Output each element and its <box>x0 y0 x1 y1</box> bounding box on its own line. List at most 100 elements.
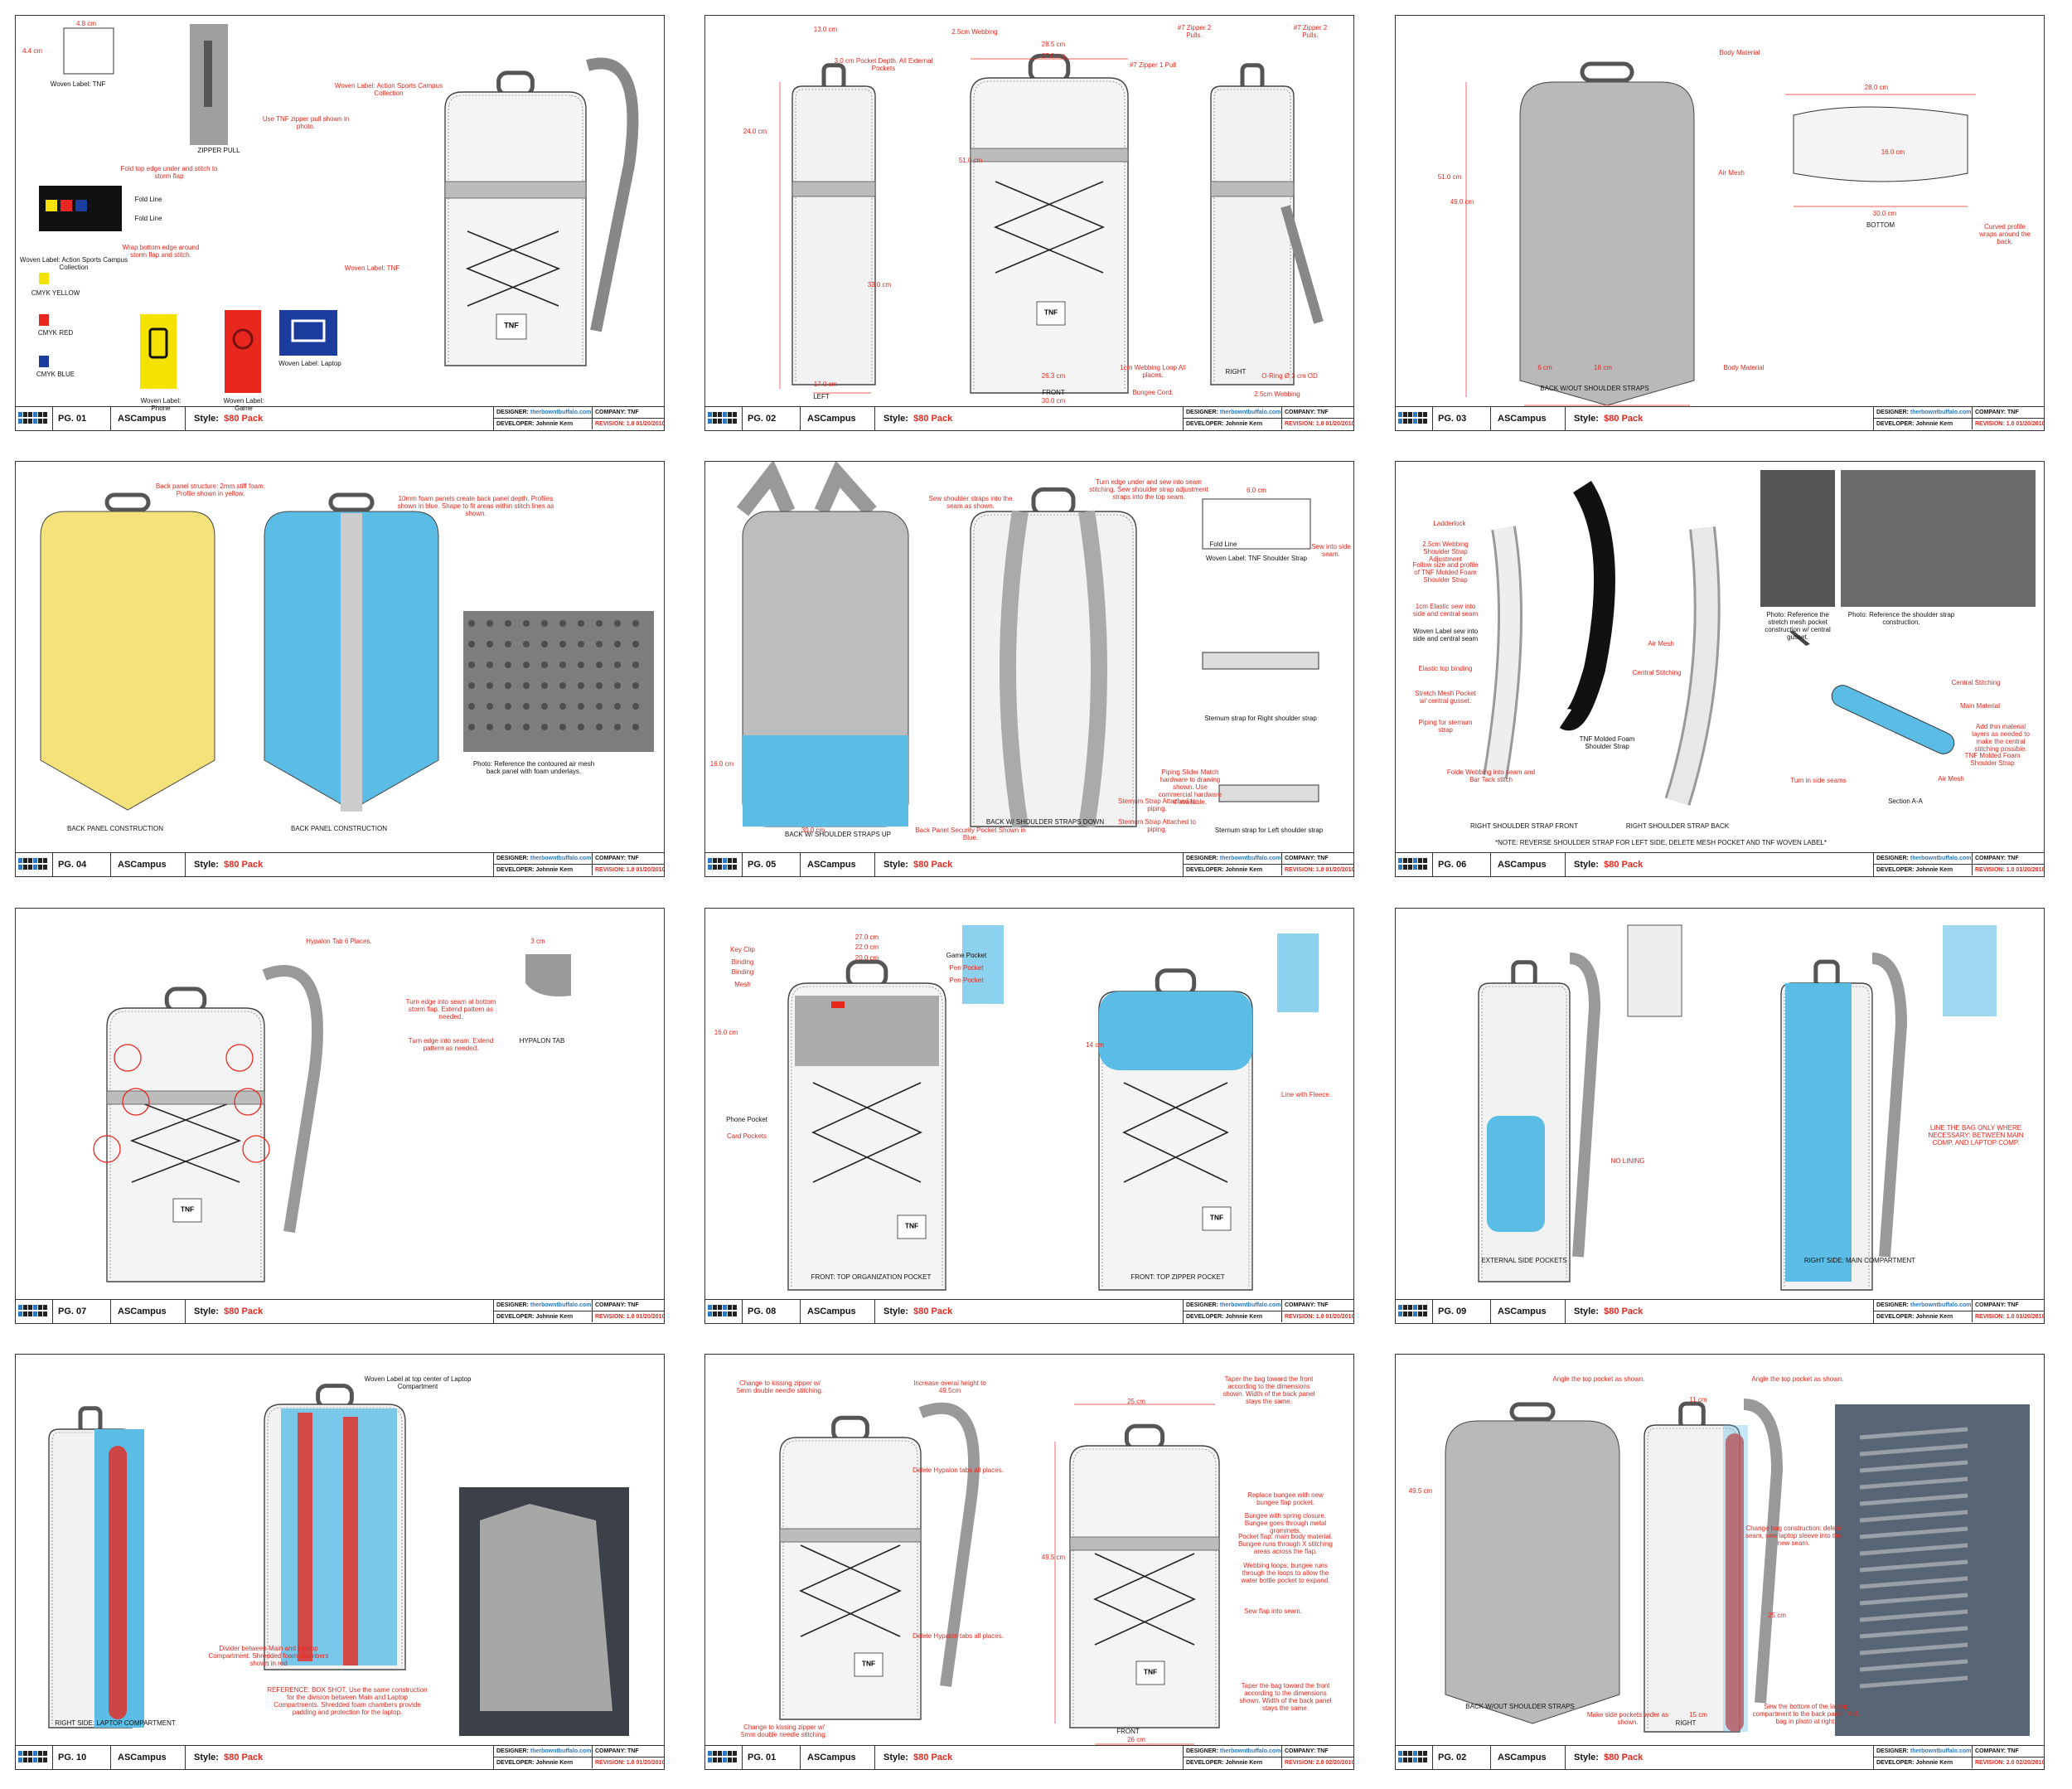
annotation-make: Make side pockets wider as shown. <box>1586 1711 1669 1726</box>
annotation-phone: Phone Pocket <box>726 1116 767 1123</box>
annotation-right: RIGHT <box>1225 368 1247 376</box>
style-value: $80 Pack <box>224 414 264 424</box>
annotation-security: Back Panel Security Pocket Shown in Blue… <box>915 827 1026 841</box>
company-label: COMPANY: <box>1285 410 1316 415</box>
style-label: Style: <box>1574 1753 1599 1762</box>
project-name: ASCampus <box>110 1300 185 1323</box>
annotation-d28: 28.0 cm <box>1864 84 1889 91</box>
revision-value: 1.0 01/20/2010 <box>626 1314 665 1320</box>
annotation-d28: 28.5 cm <box>1041 41 1066 48</box>
developer-label: DEVELOPER: <box>1876 867 1915 873</box>
studio-logo-icon <box>18 1305 47 1316</box>
annotation-body-material: Body Material <box>1719 49 1760 56</box>
style-label: Style: <box>1574 1307 1599 1316</box>
annotation-sternum2: Sternum Strap Attached to piping. <box>1118 818 1196 833</box>
annotation-turn: Turn in side seams <box>1790 777 1847 784</box>
tech-pack-sheet: Angle the top pocket as shown.Angle the … <box>1395 1354 2045 1770</box>
revision-value: 1.0 01/20/2010 <box>1315 867 1354 873</box>
page-number: PG. 07 <box>52 1300 110 1323</box>
tnf-label-icon: TNF <box>496 313 527 340</box>
annotation-key: Key Clip <box>730 946 755 953</box>
designer-link[interactable]: therbowntbuffalo.com <box>1910 856 1972 861</box>
backpack-drawing: TNF <box>970 53 1129 394</box>
style-field: Style: $80 Pack <box>874 407 1183 430</box>
company-value: TNF <box>2007 1302 2019 1308</box>
designer-link[interactable]: therbowntbuffalo.com <box>1219 1748 1281 1754</box>
bungee-laces <box>811 1082 922 1183</box>
annotation-sew-straps: Sew shoulder straps into the seam as sho… <box>928 495 1013 510</box>
annotation-d33: 33.0 cm <box>867 281 892 288</box>
annotation-d17: 17.0 cm <box>813 381 838 388</box>
annotation-elastic: 1cm Elastic sew into side and central se… <box>1412 603 1479 618</box>
designer-link[interactable]: therbowntbuffalo.com <box>530 410 592 415</box>
company-label: COMPANY: <box>1975 410 2007 415</box>
designer-link[interactable]: therbowntbuffalo.com <box>1219 410 1281 415</box>
annotation-wrap-bottom: Wrap bottom edge around storm flap and s… <box>122 244 200 259</box>
company-value: TNF <box>627 1302 639 1308</box>
annotation-cap1: FRONT: TOP ORGANIZATION POCKET <box>811 1273 932 1281</box>
annotation-photo1: Photo: Reference the stretch mesh pocket… <box>1765 611 1831 641</box>
designer-link[interactable]: therbowntbuffalo.com <box>1910 410 1972 415</box>
title-block-info: DESIGNER: therbowntbuffalo.com COMPANY: … <box>1873 407 2044 430</box>
style-field: Style: $80 Pack <box>185 853 493 876</box>
company-label: COMPANY: <box>595 856 627 861</box>
annotation-zipper-pull: ZIPPER PULL <box>197 147 240 154</box>
designer-link[interactable]: therbowntbuffalo.com <box>1219 856 1281 861</box>
revision-label: REVISION: <box>595 1314 625 1320</box>
revision-value: 1.0 01/20/2010 <box>2006 867 2045 873</box>
annotation-d16: 16.0 cm <box>1881 148 1905 156</box>
annotation-woven: Woven Label sew into side and central se… <box>1412 628 1479 642</box>
page-number: PG. 05 <box>742 853 800 876</box>
annotation-d25: 25 cm <box>1768 1612 1786 1619</box>
revision-value: 2.0 02/20/2010 <box>2006 1760 2045 1766</box>
annotation-turn1: Turn edge into seam at bottom storm flap… <box>405 998 496 1021</box>
tech-pack-sheet: Sew shoulder straps into the seam as sho… <box>704 461 1354 877</box>
annotation-binding2: Binding <box>731 968 754 976</box>
technical-drawing <box>1478 924 1997 1291</box>
project-name: ASCampus <box>110 853 185 876</box>
annotation-foam-note: 10mm foam panels create back panel depth… <box>397 495 554 517</box>
tech-pack-sheet: TNF Hypalon Tab 6 Places.Turn edge into … <box>15 908 665 1324</box>
designer-label: DESIGNER: <box>496 1302 529 1308</box>
annotation-air-mesh: Air Mesh <box>1718 169 1745 177</box>
company-value: TNF <box>2007 1748 2019 1754</box>
annotation-piping: Piping for sternum strap <box>1418 719 1473 734</box>
annotation-change: Change bag construction: delete seam, se… <box>1745 1525 1842 1547</box>
annotation-reference: REFERENCE: BOX SHOT. Use the same constr… <box>267 1686 428 1716</box>
annotation-body-material2: Body Material <box>1723 364 1765 371</box>
bungee-laces <box>1122 1082 1229 1183</box>
annotation-d49: 49.0 cm <box>1450 198 1474 206</box>
title-block-info: DESIGNER: therbowntbuffalo.com COMPANY: … <box>1183 1746 1354 1769</box>
annotation-cap2: RIGHT <box>1675 1719 1697 1727</box>
project-name: ASCampus <box>1490 1746 1565 1769</box>
designer-link[interactable]: therbowntbuffalo.com <box>530 1302 592 1308</box>
title-block: PG. 04 ASCampus Style: $80 Pack DESIGNER… <box>16 852 664 876</box>
svg-text:TNF: TNF <box>181 1205 194 1213</box>
designer-link[interactable]: therbowntbuffalo.com <box>1219 1302 1281 1308</box>
designer-link[interactable]: therbowntbuffalo.com <box>1910 1748 1972 1754</box>
annotation-air-mesh: Air Mesh <box>1648 640 1674 647</box>
annotation-bungee: Bungee Cord. <box>1132 389 1174 396</box>
style-label: Style: <box>1574 860 1599 870</box>
revision-label: REVISION: <box>1285 867 1314 873</box>
annotation-cap2: FRONT: TOP ZIPPER POCKET <box>1130 1273 1225 1281</box>
studio-logo-icon <box>1398 858 1427 870</box>
annotation-d15: 15 cm <box>1689 1711 1707 1719</box>
annotation-cap1: BACK PANEL CONSTRUCTION <box>66 825 163 832</box>
revision-value: 2.0 02/20/2010 <box>1315 1760 1354 1766</box>
annotation-d20: 20.0 cm <box>854 954 879 962</box>
style-field: Style: $80 Pack <box>1565 1300 1873 1323</box>
developer-value: Johnnie Kern <box>535 1314 574 1320</box>
developer-value: Johnnie Kern <box>1915 1314 1953 1320</box>
page-number: PG. 08 <box>742 1300 800 1323</box>
revision-label: REVISION: <box>1975 1314 2005 1320</box>
designer-link[interactable]: therbowntbuffalo.com <box>1910 1302 1972 1308</box>
title-block-info: DESIGNER: therbowntbuffalo.com COMPANY: … <box>493 407 665 430</box>
company-label: COMPANY: <box>1285 856 1316 861</box>
revision-value: 1.0 01/20/2010 <box>626 421 665 427</box>
designer-link[interactable]: therbowntbuffalo.com <box>530 1748 592 1754</box>
designer-link[interactable]: therbowntbuffalo.com <box>530 856 592 861</box>
backpack-drawing <box>264 1384 406 1670</box>
technical-drawing: TNF TNF <box>787 925 1319 1291</box>
annotation-d22: 22.0 cm <box>854 943 879 951</box>
